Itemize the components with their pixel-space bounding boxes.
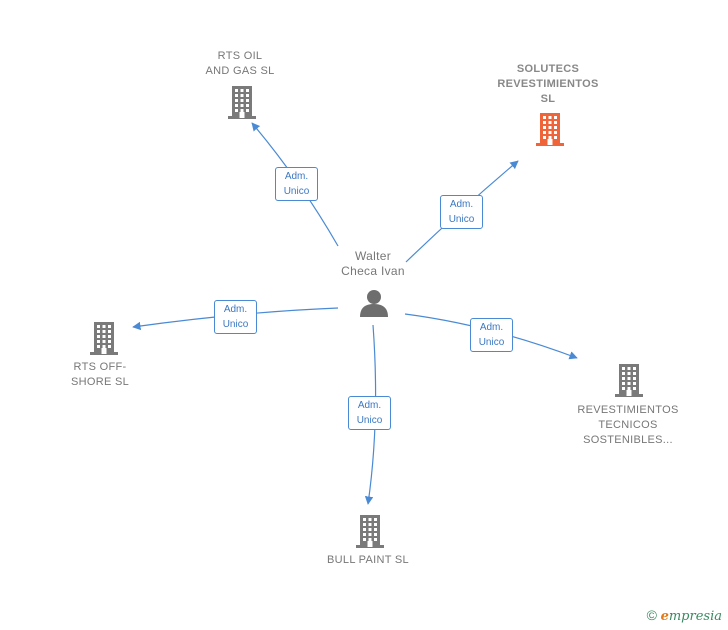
building-icon[interactable] — [534, 111, 566, 147]
company-label[interactable]: BULL PAINT SL — [327, 554, 409, 566]
building-icon[interactable] — [88, 320, 120, 356]
building-icon[interactable] — [226, 84, 258, 120]
empresia-logo[interactable]: © empresia — [647, 607, 722, 624]
edge-label-revestimientos: Adm. Unico — [470, 318, 513, 352]
company-label[interactable]: RTS OFF- SHORE SL — [70, 361, 130, 388]
brand-name: mpresia — [668, 609, 722, 624]
copyright-symbol: © — [646, 607, 657, 623]
edge-label-bull-paint: Adm. Unico — [348, 396, 391, 430]
edge-label-rts-oil: Adm. Unico — [275, 167, 318, 201]
edge-label-rts-offshore: Adm. Unico — [214, 300, 257, 334]
person-name[interactable]: Walter Checa Ivan — [341, 249, 405, 278]
building-icon[interactable] — [354, 513, 386, 549]
building-icon[interactable] — [613, 362, 645, 398]
company-label[interactable]: SOLUTECS REVESTIMIENTOS SL — [497, 63, 599, 105]
company-label[interactable]: RTS OIL AND GAS SL — [205, 50, 275, 77]
company-label[interactable]: REVESTIMIENTOS TECNICOS SOSTENIBLES... — [577, 404, 679, 446]
edge-label-solutecs: Adm. Unico — [440, 195, 483, 229]
person-icon[interactable] — [359, 288, 389, 318]
brand-initial: e — [660, 609, 669, 624]
